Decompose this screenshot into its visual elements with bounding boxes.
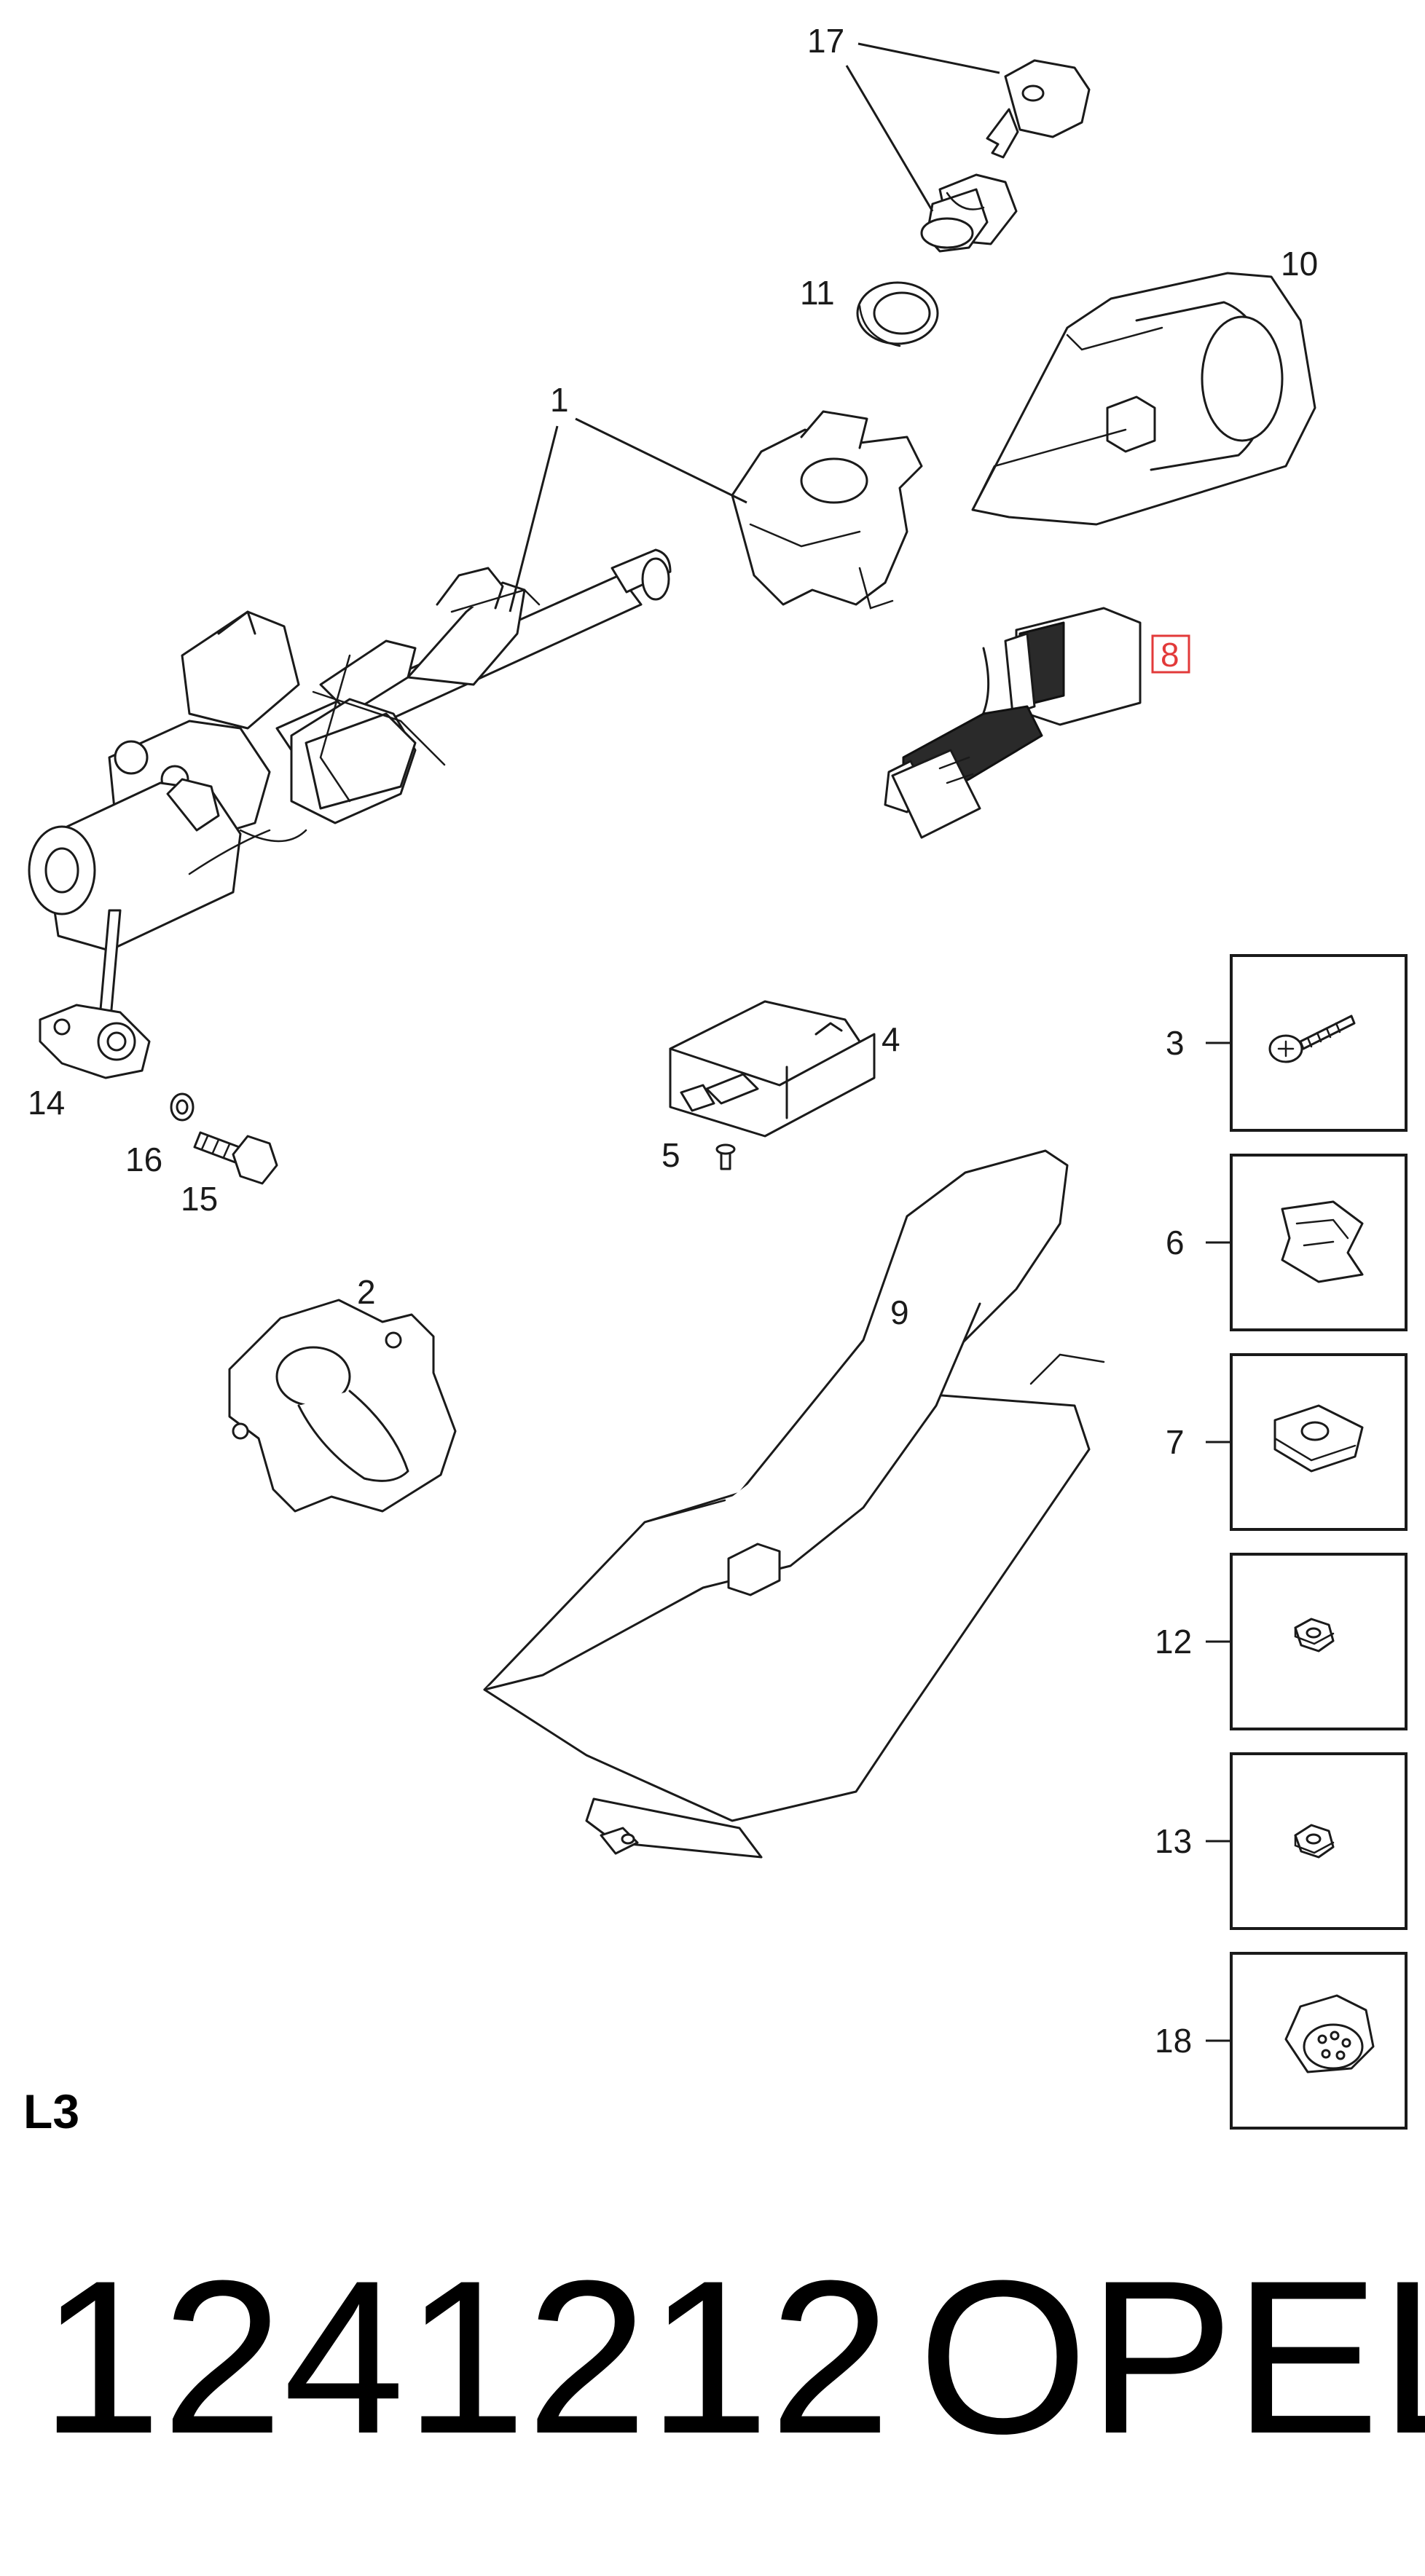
- column-linkage[interactable]: [39, 909, 151, 1079]
- callout-5: 5: [662, 1136, 680, 1174]
- wiring-connector[interactable]: [1284, 1994, 1375, 2073]
- callout-17: 17: [807, 22, 844, 60]
- column-motor[interactable]: [28, 778, 307, 952]
- washer[interactable]: [170, 1092, 195, 1122]
- hex-nut-12[interactable]: [1294, 1618, 1335, 1653]
- callout-4: 4: [882, 1020, 900, 1058]
- bolt[interactable]: [193, 1131, 278, 1185]
- detail-box-3: [1230, 954, 1408, 1132]
- tapping-screw[interactable]: [1268, 1015, 1356, 1063]
- upper-column-cover[interactable]: [971, 272, 1316, 526]
- callout-8: 8: [1161, 636, 1179, 674]
- callout-8-highlight-box: [1151, 634, 1190, 674]
- multifunction-switch[interactable]: [884, 607, 1142, 839]
- section-code: L3: [23, 2084, 79, 2138]
- lower-column-cover[interactable]: [483, 1149, 1105, 1859]
- callout-7: 7: [1166, 1423, 1185, 1461]
- part-number: 1241212: [40, 2234, 891, 2479]
- brand-name: OPEL: [918, 2234, 1425, 2479]
- column-seal[interactable]: [228, 1299, 457, 1513]
- module-screw[interactable]: [715, 1143, 736, 1170]
- callout-18: 18: [1155, 2022, 1192, 2060]
- switch-housing[interactable]: [731, 410, 923, 610]
- hex-nut-13[interactable]: [1294, 1824, 1335, 1859]
- callout-1: 1: [550, 381, 569, 419]
- speed-nut[interactable]: [1273, 1404, 1364, 1473]
- callout-15: 15: [181, 1180, 218, 1218]
- spring-clip[interactable]: [1281, 1200, 1364, 1283]
- callout-14: 14: [28, 1084, 65, 1122]
- callout-16: 16: [125, 1141, 162, 1178]
- trim-ring[interactable]: [856, 281, 939, 347]
- control-module[interactable]: [669, 1000, 876, 1138]
- callout-10: 10: [1281, 245, 1318, 283]
- callout-3: 3: [1166, 1024, 1185, 1062]
- callout-2: 2: [357, 1273, 376, 1311]
- callout-13: 13: [1155, 1822, 1192, 1860]
- key-and-lock-cylinder[interactable]: [920, 59, 1091, 253]
- callout-9: 9: [890, 1293, 909, 1331]
- callout-11: 11: [800, 274, 835, 312]
- callout-12: 12: [1155, 1623, 1192, 1661]
- callout-6: 6: [1166, 1224, 1185, 1261]
